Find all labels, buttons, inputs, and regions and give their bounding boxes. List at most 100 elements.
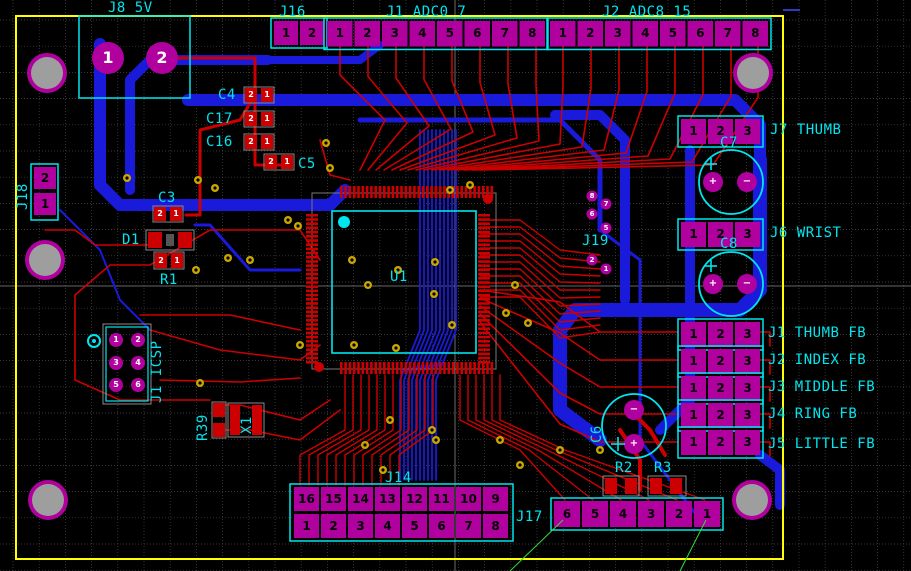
- left-trace[interactable]: [139, 314, 301, 331]
- u1-pin[interactable]: [378, 186, 382, 198]
- j2-adc-header-pad-label[interactable]: 6: [696, 26, 705, 40]
- j14-pad-label[interactable]: 15: [325, 492, 342, 506]
- j19-pad-label[interactable]: 6: [589, 210, 595, 218]
- j6-header-pad[interactable]: [681, 222, 706, 247]
- c8-minus[interactable]: −: [742, 278, 752, 289]
- u1-pin[interactable]: [340, 362, 343, 374]
- icsp-pad[interactable]: [109, 378, 123, 392]
- fb-trace[interactable]: [479, 289, 679, 333]
- fb-header-5-pad[interactable]: [735, 430, 760, 455]
- c7-plus[interactable]: +: [708, 176, 718, 187]
- u1-pin[interactable]: [413, 186, 416, 198]
- c5-pad[interactable]: [281, 155, 293, 169]
- j14-pad-label[interactable]: 9: [491, 492, 500, 506]
- u1-pin[interactable]: [413, 362, 416, 374]
- c16-pad-label[interactable]: 2: [248, 137, 254, 146]
- bottom-trace[interactable]: [357, 117, 603, 233]
- mcu-trace[interactable]: [479, 289, 601, 331]
- c7-minus[interactable]: −: [742, 176, 752, 187]
- j14-pad-label[interactable]: 8: [491, 519, 500, 533]
- u1-pin[interactable]: [478, 222, 490, 225]
- fb-header-4-pad-label[interactable]: 2: [716, 408, 725, 422]
- j17-header-pad[interactable]: [694, 501, 720, 527]
- j7-header-pad[interactable]: [735, 119, 760, 144]
- c16-pad[interactable]: [245, 135, 257, 149]
- power-trace[interactable]: [163, 56, 282, 167]
- fb-header-2-pad-label[interactable]: 2: [716, 354, 725, 368]
- u1-pin[interactable]: [478, 239, 490, 242]
- u1-pin[interactable]: [430, 362, 433, 374]
- u1-pin[interactable]: [400, 186, 403, 198]
- u1-pin[interactable]: [352, 186, 356, 198]
- u1-pin[interactable]: [478, 218, 490, 221]
- j14-pad[interactable]: [375, 514, 400, 538]
- u1-pin[interactable]: [486, 186, 489, 198]
- j1-adc-header-pad-label[interactable]: 7: [500, 26, 509, 40]
- j14-pad[interactable]: [348, 514, 373, 538]
- j17-trace[interactable]: [459, 374, 566, 501]
- bottom-signal[interactable]: [403, 129, 425, 481]
- u1-pin[interactable]: [443, 186, 446, 198]
- c17-pad-label[interactable]: 1: [264, 114, 270, 123]
- j1-adc-header-pad-label[interactable]: 8: [528, 26, 537, 40]
- u1-pin[interactable]: [477, 362, 481, 374]
- bottom-signal[interactable]: [411, 129, 433, 481]
- mcu-trace[interactable]: [479, 233, 601, 270]
- fb-header-3-pad[interactable]: [681, 376, 706, 401]
- u1-pin[interactable]: [370, 186, 373, 198]
- j2-adc-header-pad[interactable]: [687, 21, 714, 47]
- u1-pin[interactable]: [478, 268, 490, 272]
- j17-trace[interactable]: [499, 374, 706, 501]
- j1-adc-header-pad-label[interactable]: 2: [363, 26, 372, 40]
- j14-pad[interactable]: [375, 487, 400, 511]
- c8-pad[interactable]: [737, 274, 757, 294]
- icsp-pad-label[interactable]: 6: [135, 380, 141, 389]
- u1-pin[interactable]: [486, 362, 489, 374]
- u1-pin[interactable]: [352, 362, 356, 374]
- u1-pin[interactable]: [370, 362, 373, 374]
- fb-header-5-pad-label[interactable]: 1: [689, 435, 698, 449]
- u1-pin[interactable]: [378, 362, 382, 374]
- u1-pin[interactable]: [306, 323, 318, 326]
- j19-pad-label[interactable]: 5: [603, 224, 609, 232]
- j1-adc-header-pad[interactable]: [437, 21, 463, 47]
- u1-pin[interactable]: [478, 340, 490, 343]
- fb-header-5-pad-label[interactable]: 3: [743, 435, 752, 449]
- u1-pin[interactable]: [357, 186, 360, 198]
- u1-pin[interactable]: [417, 186, 420, 198]
- u1-pin[interactable]: [456, 362, 459, 374]
- r2-pad[interactable]: [605, 478, 617, 494]
- u1-pin[interactable]: [306, 272, 318, 276]
- icsp-pad-label[interactable]: 2: [135, 335, 141, 344]
- fb-header-1-pad[interactable]: [708, 322, 733, 347]
- j17-header-pad-label[interactable]: 2: [674, 507, 684, 521]
- j17-header-pad-label[interactable]: 3: [646, 507, 656, 521]
- u1-pin[interactable]: [426, 362, 429, 374]
- j17-header-pad[interactable]: [610, 501, 636, 527]
- j19-pad[interactable]: [600, 263, 612, 275]
- j1-adc-header-pad-label[interactable]: 6: [473, 26, 482, 40]
- c5-pad-label[interactable]: 1: [284, 157, 290, 166]
- u1-pin[interactable]: [383, 362, 386, 374]
- d1-pad[interactable]: [178, 232, 192, 248]
- j14-trace[interactable]: [317, 374, 362, 486]
- j17-header-pad[interactable]: [554, 501, 580, 527]
- c3-pad-label[interactable]: 2: [157, 209, 163, 218]
- j2-adc-header-pad-label[interactable]: 4: [641, 26, 650, 40]
- u1-pin[interactable]: [306, 310, 318, 314]
- j19-pad[interactable]: [586, 254, 598, 266]
- j2-adc-header-pad[interactable]: [742, 21, 769, 47]
- fb-trace[interactable]: [479, 297, 679, 361]
- c8-pad[interactable]: [703, 274, 723, 294]
- j6-header-pad-label[interactable]: 2: [716, 227, 725, 241]
- u1-pin[interactable]: [469, 362, 472, 374]
- u1-pin[interactable]: [478, 293, 490, 297]
- j14-pad[interactable]: [402, 514, 427, 538]
- j14-pad-label[interactable]: 14: [352, 492, 369, 506]
- u1-pin[interactable]: [434, 362, 438, 374]
- c17-pad[interactable]: [245, 112, 257, 126]
- j1-adc-header-pad[interactable]: [464, 21, 491, 47]
- r1-pad-label[interactable]: 2: [158, 256, 164, 265]
- u1-pin[interactable]: [306, 331, 318, 335]
